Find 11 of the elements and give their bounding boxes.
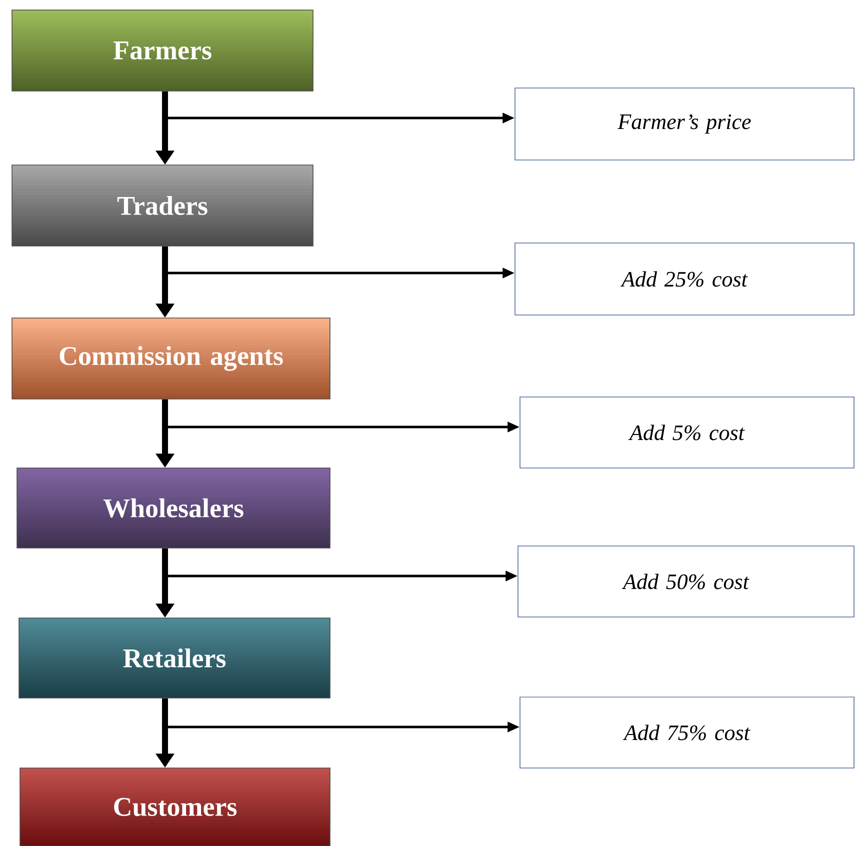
cost-box: Add 25% cost xyxy=(514,242,854,316)
cost-box: Add 75% cost xyxy=(520,696,854,768)
cost-box: Add 5% cost xyxy=(520,396,854,468)
stage-box: Commission agents xyxy=(12,318,330,400)
stage-box: Traders xyxy=(12,164,314,246)
stage-box: Farmers xyxy=(12,10,314,92)
stage-box: Customers xyxy=(20,768,330,846)
stage-box: Retailers xyxy=(18,618,330,698)
cost-box: Add 50% cost xyxy=(518,546,854,618)
stage-box: Wholesalers xyxy=(16,468,330,548)
cost-box: Farmer’s price xyxy=(514,88,854,160)
